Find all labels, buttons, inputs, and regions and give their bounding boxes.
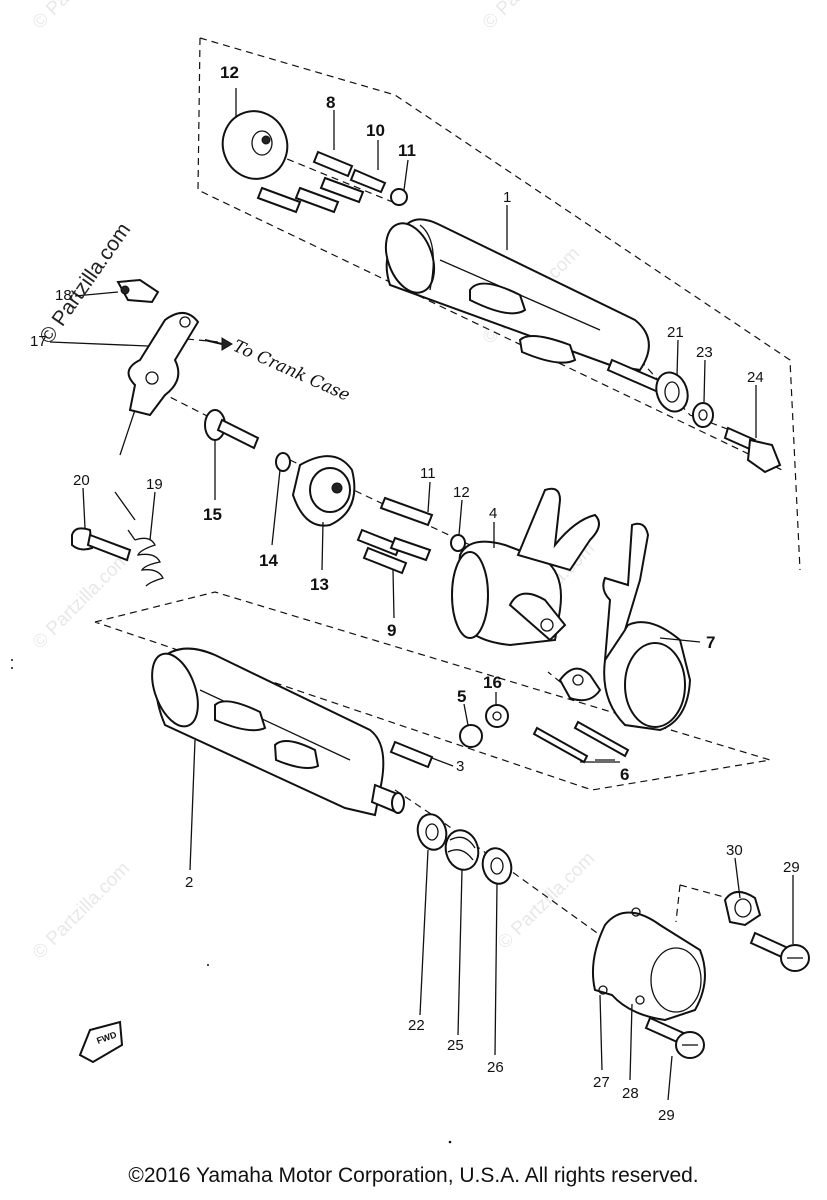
callout-3: 3	[456, 758, 464, 775]
part-18-bolt	[116, 278, 160, 304]
part-6-shafts	[532, 720, 630, 764]
callout-15: 15	[203, 505, 222, 524]
part-13-segment	[291, 455, 356, 527]
callout-27: 27	[593, 1074, 610, 1091]
callout-11-middle: 11	[420, 465, 436, 482]
callout-13: 13	[310, 575, 329, 594]
part-12-clip	[450, 534, 466, 552]
watermark: © Partzilla.com	[29, 548, 134, 653]
callout-7: 7	[706, 633, 715, 652]
callout-26: 26	[487, 1059, 504, 1076]
part-26-clip	[481, 847, 513, 885]
to-crank-case-note: To Crank Case	[230, 336, 353, 405]
callout-18: 18	[55, 287, 72, 304]
callout-23: 23	[696, 344, 713, 361]
watermark: © Partzilla.com	[29, 0, 134, 34]
part-4-fork	[451, 487, 600, 647]
callout-11: 11	[398, 141, 416, 160]
part-29-screw-upper	[749, 931, 810, 972]
fwd-arrow-icon: FWD	[78, 1020, 124, 1064]
part-1-shift-drum	[384, 218, 675, 399]
callout-6: 6	[620, 765, 629, 784]
callout-28: 28	[622, 1085, 639, 1102]
callout-21: 21	[667, 324, 684, 341]
callout-12: 12	[220, 63, 239, 82]
part-7-fork	[558, 522, 692, 732]
watermark: © Partzilla.com	[479, 0, 584, 34]
part-11-pin	[379, 496, 434, 527]
callout-8: 8	[326, 93, 335, 112]
callout-1: 1	[503, 189, 511, 206]
part-24-bolt	[723, 426, 782, 474]
callout-14: 14	[259, 551, 278, 570]
part-23-washer	[692, 402, 714, 428]
part-5-roller	[459, 724, 483, 748]
callout-2: 2	[185, 874, 193, 891]
part-15-bolt	[204, 409, 260, 450]
part-12-plate	[221, 110, 289, 180]
callout-9: 9	[387, 621, 396, 640]
part-27-cover	[592, 907, 706, 1022]
part-20-bolt	[71, 527, 132, 562]
part-16-roller	[485, 704, 509, 728]
callout-29-lower: 29	[658, 1107, 675, 1124]
top-pins	[256, 150, 408, 214]
part-9-pins	[356, 528, 432, 575]
callouts: 12 8 10 11 1 21 23 24 18 17 20 19 15 14 …	[30, 63, 800, 1124]
callout-22: 22	[408, 1017, 425, 1034]
callout-leaders	[49, 88, 794, 1101]
part-25-spring	[444, 829, 480, 871]
group-outlines	[94, 37, 801, 923]
part-22-washer	[416, 813, 448, 851]
callout-17: 17	[30, 333, 47, 350]
callout-30: 30	[726, 842, 743, 859]
callout-20: 20	[73, 472, 90, 489]
callout-19: 19	[146, 476, 163, 493]
callout-5: 5	[457, 687, 466, 706]
part-2-shift-drum	[151, 647, 405, 817]
callout-29-upper: 29	[783, 859, 800, 876]
part-30-clamp	[723, 891, 762, 927]
callout-10: 10	[366, 121, 385, 140]
part-3-pin	[389, 740, 434, 769]
callout-4: 4	[489, 505, 497, 522]
part-17-lever	[127, 312, 233, 417]
copyright-notice: ©2016 Yamaha Motor Corporation, U.S.A. A…	[128, 1164, 699, 1187]
callout-16: 16	[483, 673, 502, 692]
callout-25: 25	[447, 1037, 464, 1054]
part-14-clip	[275, 452, 291, 472]
callout-12-middle: 12	[453, 484, 470, 501]
callout-24: 24	[747, 369, 764, 386]
part-29-screw-lower	[644, 1016, 705, 1059]
part-21-washer	[655, 371, 689, 413]
part-19-spring	[127, 529, 164, 587]
stray-marks	[11, 659, 452, 1144]
watermark: © Partzilla.com	[29, 858, 134, 963]
